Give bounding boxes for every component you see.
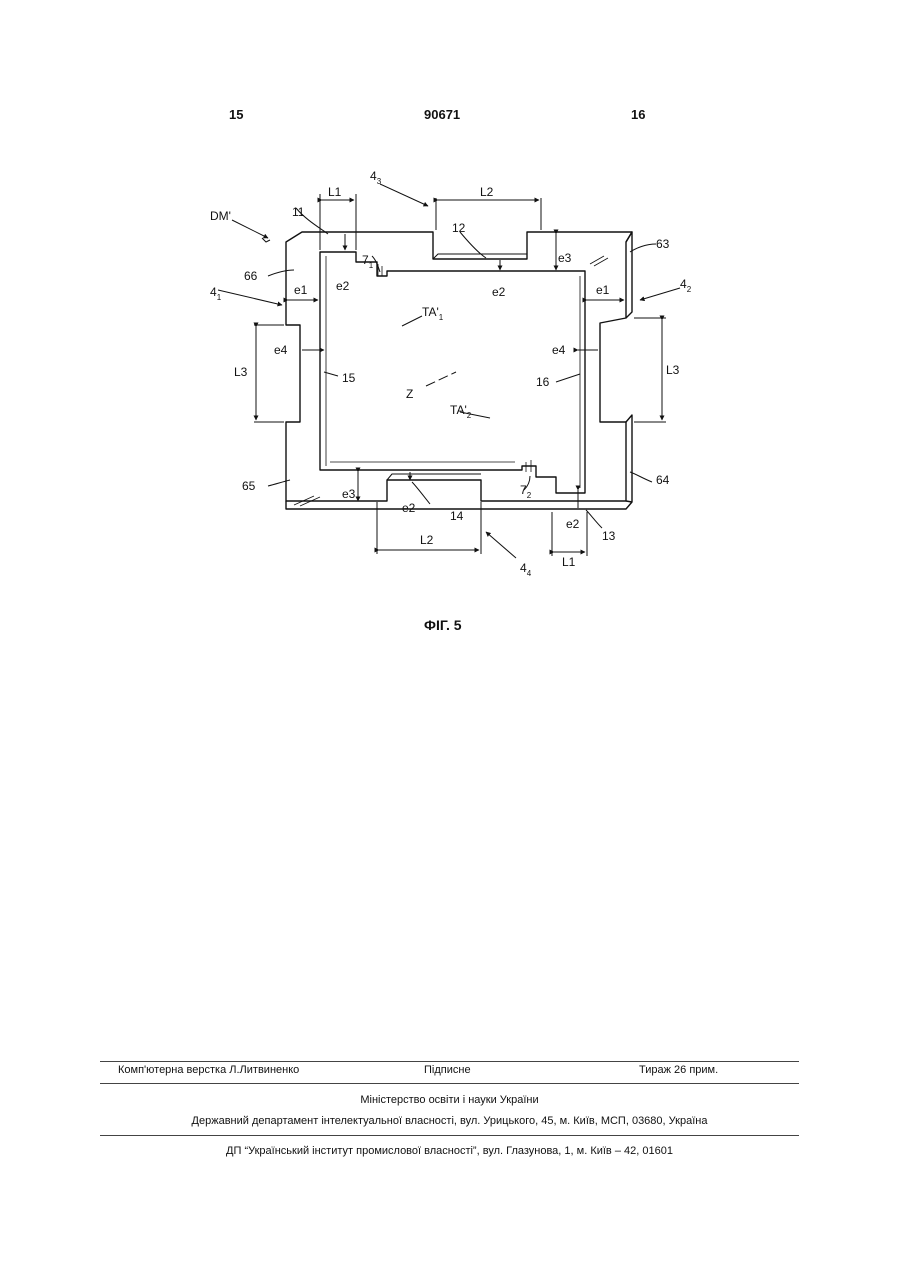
label-14: 14 [450, 509, 464, 523]
label-4-1: 41 [210, 285, 222, 302]
footer-subscription: Підписне [424, 1064, 471, 1076]
page-number-right: 16 [631, 107, 645, 122]
label-15: 15 [342, 371, 356, 385]
label-65: 65 [242, 479, 256, 493]
label-e2-bottom-mid: e2 [402, 501, 416, 515]
figure-caption: ФІГ. 5 [424, 617, 462, 633]
label-e4-right: e4 [552, 343, 566, 357]
label-64: 64 [656, 473, 670, 487]
footer-institute: ДП “Український інститут промислової вла… [100, 1145, 799, 1157]
footer-rule-top [100, 1061, 799, 1062]
label-66: 66 [244, 269, 258, 283]
label-ta2: TA'2 [450, 403, 472, 420]
label-e4-left: e4 [274, 343, 288, 357]
page-number-left: 15 [229, 107, 243, 122]
label-7-2: 72 [520, 483, 532, 500]
footer-ministry: Міністерство освіти і науки України [100, 1094, 799, 1106]
footer-rule-bottom [100, 1135, 799, 1136]
label-e3-top: e3 [558, 251, 572, 265]
label-l3-left: L3 [234, 365, 248, 379]
label-ta1: TA'1 [422, 305, 444, 322]
label-7-1: 71 [362, 253, 374, 270]
label-z: Z [406, 387, 413, 401]
label-4-3: 43 [370, 169, 382, 186]
label-e2-top-mid: e2 [492, 285, 506, 299]
label-e1-right: e1 [596, 283, 610, 297]
label-e2-bottom-right: e2 [566, 517, 580, 531]
footer-rule-middle [100, 1083, 799, 1084]
label-dm: DM' [210, 209, 231, 223]
footer-typesetting: Комп'ютерна верстка Л.Литвиненко [118, 1064, 299, 1076]
label-e2-top-left: e2 [336, 279, 350, 293]
label-12: 12 [452, 221, 466, 235]
label-4-2: 42 [680, 277, 692, 294]
patent-figure-5: DM' 43 L1 L2 11 12 71 e2 e2 e3 63 66 41 … [190, 160, 710, 600]
label-l1-top: L1 [328, 185, 342, 199]
label-l2-bottom: L2 [420, 533, 434, 547]
footer-department: Державний департамент інтелектуальної вл… [100, 1115, 799, 1127]
reference-arrows [218, 184, 680, 558]
label-4-4: 44 [520, 561, 532, 578]
label-11: 11 [292, 205, 305, 219]
frame-drawing [286, 232, 632, 509]
label-l2-top: L2 [480, 185, 494, 199]
label-l1-bottom: L1 [562, 555, 576, 569]
patent-number: 90671 [424, 107, 460, 122]
figure-labels: DM' 43 L1 L2 11 12 71 e2 e2 e3 63 66 41 … [210, 169, 692, 578]
label-e1-left: e1 [294, 283, 308, 297]
label-16: 16 [536, 375, 550, 389]
label-63: 63 [656, 237, 670, 251]
label-l3-right: L3 [666, 363, 680, 377]
footer-circulation: Тираж 26 прим. [639, 1064, 718, 1076]
label-e3-bottom: e3 [342, 487, 356, 501]
label-13: 13 [602, 529, 616, 543]
